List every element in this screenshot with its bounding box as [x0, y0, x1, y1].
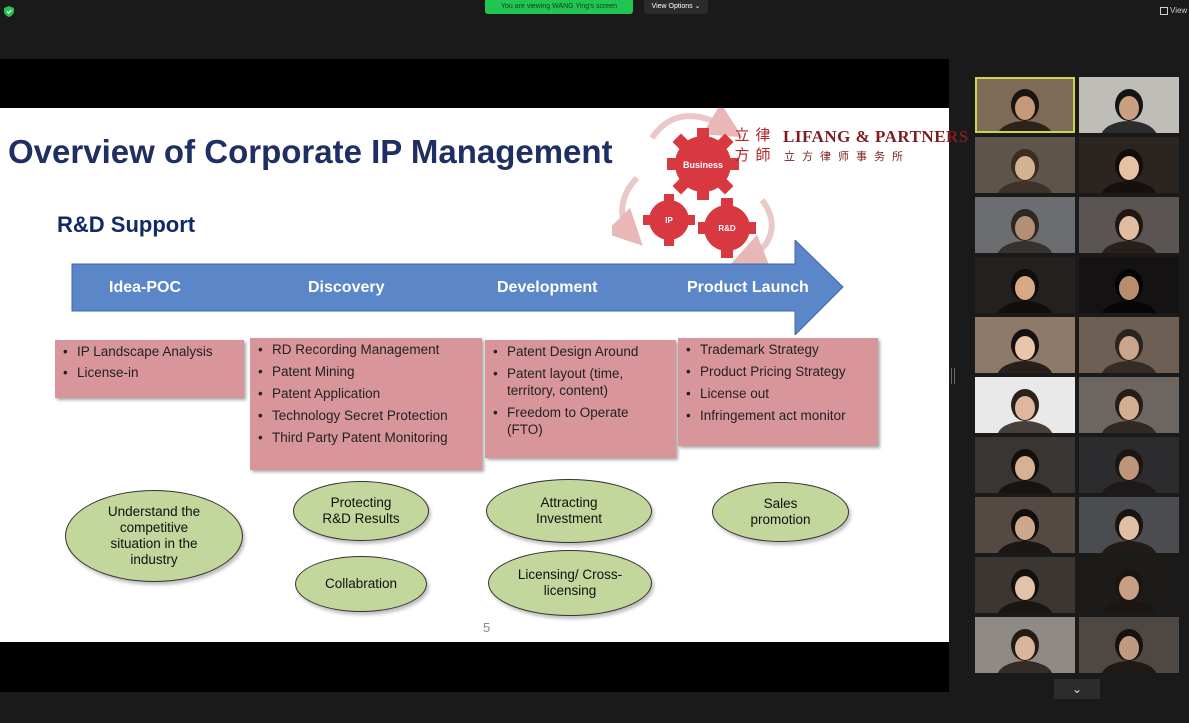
list-item: Infringement act monitor [686, 408, 870, 423]
logo-char-1: 立 [734, 126, 749, 144]
participant-video-tile[interactable] [975, 617, 1075, 673]
stage-discovery: Discovery [308, 279, 385, 296]
participant-video-icon [997, 209, 1053, 253]
oval-protecting-rd: Protecting R&D Results [293, 481, 429, 541]
participant-video-icon [997, 149, 1053, 193]
participant-video-icon [997, 329, 1053, 373]
box-idea-poc: IP Landscape Analysis License-in [55, 340, 244, 398]
view-label: View [1170, 6, 1188, 15]
view-button[interactable]: View [1160, 6, 1187, 15]
list-item: License-in [63, 365, 236, 380]
shield-icon[interactable] [4, 6, 14, 17]
participant-video-tile[interactable] [1079, 557, 1179, 613]
participant-video-tile[interactable] [1079, 137, 1179, 193]
chevron-down-icon: ⌄ [1071, 682, 1083, 696]
participant-video-icon [1101, 269, 1157, 313]
list-item: License out [686, 386, 870, 401]
panel-resize-handle[interactable] [951, 368, 955, 384]
participant-video-icon [997, 509, 1053, 553]
slide-title: Overview of Corporate IP Management [8, 133, 613, 170]
list-item: Patent Design Around [493, 344, 668, 361]
list-item: Product Pricing Strategy [686, 364, 870, 379]
participant-video-icon [997, 89, 1053, 133]
participant-video-tile[interactable] [975, 437, 1075, 493]
participant-video-icon [1101, 449, 1157, 493]
viewing-screen-banner: You are viewing WANG Ying's screen [485, 0, 633, 14]
oval-collabration: Collabration [295, 556, 427, 612]
participant-video-icon [997, 269, 1053, 313]
gear-ip-label: IP [665, 216, 673, 225]
gear-rd-label: R&D [718, 224, 736, 233]
stage-product-launch: Product Launch [687, 279, 809, 296]
logo-chinese-name: 立方律师事务所 [784, 151, 910, 163]
participant-video-tile[interactable] [975, 137, 1075, 193]
participant-video-tile[interactable] [975, 497, 1075, 553]
list-item: Third Party Patent Monitoring [258, 430, 474, 445]
participant-video-icon [997, 449, 1053, 493]
participant-video-icon [997, 389, 1053, 433]
participant-video-tile[interactable] [975, 557, 1075, 613]
participant-video-tile[interactable] [975, 377, 1075, 433]
participant-video-icon [1101, 89, 1157, 133]
logo-char-2: 律 [755, 126, 770, 144]
gallery-view-icon [1160, 6, 1168, 15]
logo-name: LIFANG & PARTNERS [783, 127, 969, 146]
oval-sales-promotion: Sales promotion [712, 482, 849, 542]
slide-page-number: 5 [483, 620, 491, 635]
gear-business-label: Business [683, 160, 723, 170]
list-item: Trademark Strategy [686, 342, 870, 357]
meeting-top-bar: You are viewing WANG Ying's screen View … [0, 0, 1189, 58]
box-product-launch: Trademark Strategy Product Pricing Strat… [678, 338, 878, 446]
list-item: Patent Application [258, 386, 474, 401]
participant-video-icon [1101, 209, 1157, 253]
participant-video-icon [1101, 569, 1157, 613]
participant-video-tile[interactable] [1079, 497, 1179, 553]
participant-video-tile[interactable] [1079, 377, 1179, 433]
list-item: IP Landscape Analysis [63, 344, 236, 359]
slide-subtitle: R&D Support [57, 212, 196, 237]
participant-video-tile[interactable] [975, 317, 1075, 373]
gear-ip-icon: IP [643, 194, 695, 246]
list-item: Patent Mining [258, 364, 474, 379]
oval-understand-competitive: Understand the competitive situation in … [65, 490, 243, 582]
box-discovery: RD Recording Management Patent Mining Pa… [250, 338, 482, 470]
participant-video-tile[interactable] [1079, 317, 1179, 373]
participant-video-icon [1101, 509, 1157, 553]
box-development: Patent Design Around Patent layout (time… [485, 340, 676, 458]
gears-diagram: Business IP R&D [612, 108, 775, 268]
participant-video-icon [1101, 149, 1157, 193]
participant-video-tile[interactable] [1079, 257, 1179, 313]
participant-video-tile[interactable] [1079, 437, 1179, 493]
gear-rd-icon: R&D [698, 198, 756, 258]
participant-video-icon [997, 569, 1053, 613]
list-item: Technology Secret Protection [258, 408, 474, 423]
participant-video-tile[interactable] [975, 197, 1075, 253]
lifang-logo-icon: 立 律 方 師 [734, 126, 770, 164]
participant-video-icon [1101, 629, 1157, 673]
stage-idea-poc: Idea-POC [109, 279, 182, 296]
participant-video-tile[interactable] [975, 257, 1075, 313]
view-options-button[interactable]: View Options ⌄ [644, 0, 708, 14]
participant-video-icon [1101, 389, 1157, 433]
participant-video-tile[interactable] [975, 77, 1075, 133]
logo-char-3: 方 [734, 146, 749, 164]
participant-video-tile[interactable] [1079, 77, 1179, 133]
gallery-scroll-down-button[interactable]: ⌄ [1054, 679, 1100, 699]
participant-video-tile[interactable] [1079, 617, 1179, 673]
process-arrow [71, 240, 844, 335]
oval-attracting-investment: Attracting Investment [486, 479, 652, 543]
stage-development: Development [497, 279, 598, 296]
logo-char-4: 師 [755, 146, 770, 164]
list-item: Freedom to Operate (FTO) [493, 405, 668, 439]
list-item: Patent layout (time, territory, content) [493, 366, 668, 400]
participant-video-tile[interactable] [1079, 197, 1179, 253]
oval-licensing: Licensing/ Cross-licensing [488, 550, 652, 616]
list-item: RD Recording Management [258, 342, 474, 357]
gear-business-icon: Business [667, 128, 739, 200]
participant-video-icon [1101, 329, 1157, 373]
participant-video-icon [997, 629, 1053, 673]
